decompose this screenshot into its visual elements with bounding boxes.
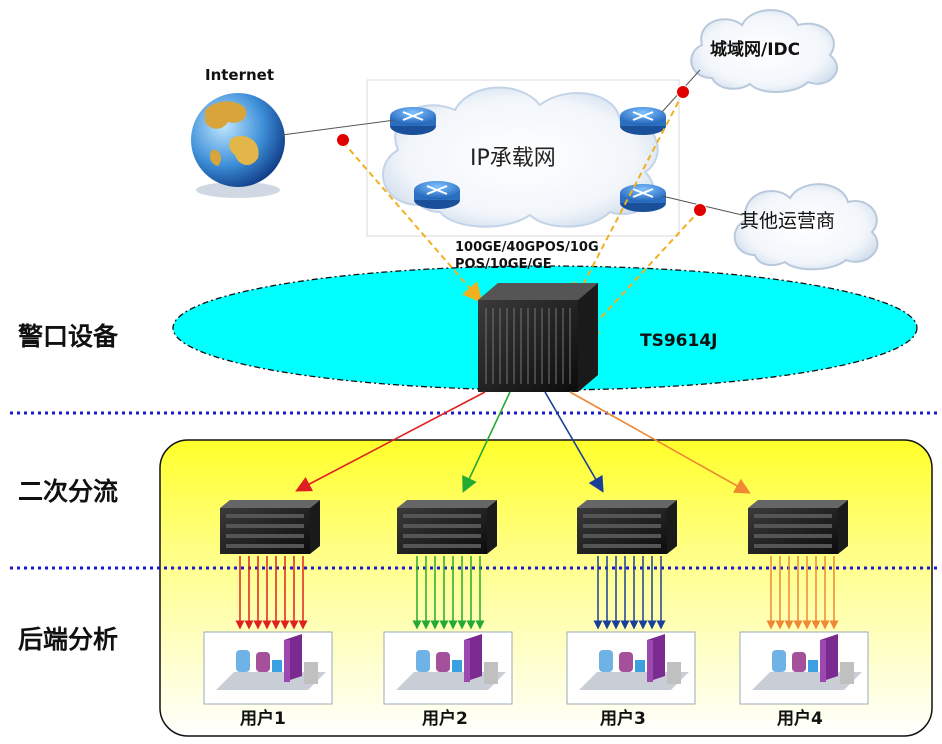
router-icon xyxy=(620,107,666,135)
user-label-3: 用户3 xyxy=(600,708,646,729)
secondary-chassis-icon xyxy=(220,500,320,554)
other-operators-label: 其他运营商 xyxy=(740,210,835,232)
analysis-servers-icon xyxy=(383,631,513,705)
ip-carrier-network: IP承载网 xyxy=(366,79,680,237)
secondary-chassis-icon xyxy=(577,500,677,554)
fanout-arrows-red xyxy=(235,556,308,630)
fanout-arrows-orange xyxy=(766,556,839,630)
layer-label-distribution: 二次分流 xyxy=(18,477,118,506)
internet-globe-icon xyxy=(191,93,285,198)
ts9614j-chassis-icon xyxy=(478,283,598,392)
internet-label: Internet xyxy=(205,66,274,84)
internet-link xyxy=(281,119,396,136)
fanout-arrows-blue xyxy=(593,556,666,630)
tap-link-internet xyxy=(342,141,483,304)
link-tap-point xyxy=(676,85,690,99)
analysis-servers-icon xyxy=(739,631,869,705)
distribution-zone xyxy=(159,439,933,737)
distribution-arrow-orange xyxy=(569,391,751,494)
secondary-chassis-icon xyxy=(397,500,497,554)
router-icon xyxy=(620,184,666,212)
analysis-servers-icon xyxy=(566,631,696,705)
secondary-chassis-icon xyxy=(748,500,848,554)
tap-link-operator xyxy=(579,209,701,341)
user-label-1: 用户1 xyxy=(240,708,286,729)
analysis-servers-icon xyxy=(203,631,333,705)
link-speed-label-line2: POS/10GE/GE xyxy=(455,257,552,272)
tap-link-metro xyxy=(573,92,684,304)
distribution-arrow-green xyxy=(462,391,511,493)
fanout-arrows-green xyxy=(412,556,485,630)
metro-idc-label: 城域网/IDC xyxy=(710,39,800,60)
distribution-arrow-blue xyxy=(544,391,604,493)
user-label-2: 用户2 xyxy=(422,708,468,729)
link-tap-point xyxy=(693,203,707,217)
carrier-network-label: IP承载网 xyxy=(470,146,556,171)
layer-label-analysis: 后端分析 xyxy=(18,625,118,654)
router-icon xyxy=(390,107,436,135)
layer-label-tap: 警口设备 xyxy=(17,322,119,351)
distribution-arrow-red xyxy=(295,391,486,492)
router-icon xyxy=(414,181,460,209)
metro-idc-cloud: 城域网/IDC xyxy=(690,9,838,93)
link-speed-label-line1: 100GE/40GPOS/10G xyxy=(455,240,599,255)
user-label-4: 用户4 xyxy=(777,708,823,729)
link-tap-point xyxy=(336,133,350,147)
device-model-label: TS9614J xyxy=(640,331,717,351)
other-operators-cloud: 其他运营商 xyxy=(733,183,879,271)
